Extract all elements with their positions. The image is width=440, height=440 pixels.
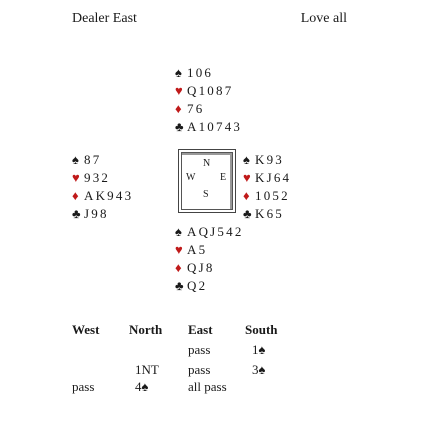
auction-bid: pass [72,379,95,394]
south-hearts: A5 [187,242,208,257]
heart-icon: ♥ [243,170,251,185]
heart-icon: ♥ [175,242,183,257]
west-hearts: 932 [84,170,111,185]
south-clubs: Q2 [187,278,208,293]
header-dealer: Dealer East [72,11,137,26]
spade-icon: ♠ [175,224,182,239]
north-hearts: Q1087 [187,83,234,98]
east-hearts-row: ♥ KJ64 [243,169,291,187]
south-diamonds: QJ8 [187,260,215,275]
compass-north: N [203,158,211,169]
north-clubs: A10743 [187,119,243,134]
auction-header-east: East [188,322,213,337]
north-diamonds: 76 [187,101,205,116]
auction-header-north: North [129,322,163,337]
east-clubs-row: ♣K65 [243,205,291,223]
auction-bid: 3♠ [252,362,266,377]
auction-header-south: South [245,322,278,337]
hand-north: ♠ 106 ♥ Q1087 ♦ 76 ♣A10743 [175,64,242,136]
diamond-icon: ♦ [72,188,79,203]
north-clubs-row: ♣A10743 [175,118,242,136]
east-spades-row: ♠ K93 [243,151,291,169]
diamond-icon: ♦ [175,260,182,275]
auction-bid: pass [188,342,211,357]
east-spades: K93 [255,152,284,167]
auction-header-west: West [72,322,100,337]
spade-icon: ♠ [72,152,79,167]
west-clubs-row: ♣J98 [72,205,133,223]
compass-west: W [186,172,196,183]
east-hearts: KJ64 [255,170,292,185]
west-clubs: J98 [84,206,109,221]
west-spades: 87 [84,152,102,167]
south-clubs-row: ♣Q2 [175,277,244,295]
club-icon: ♣ [243,206,252,221]
north-diamonds-row: ♦ 76 [175,100,242,118]
hand-east: ♠ K93 ♥ KJ64 ♦ 1052 ♣K65 [243,151,291,223]
east-clubs: K65 [255,206,284,221]
west-diamonds: AK943 [84,188,134,203]
heart-icon: ♥ [72,170,80,185]
south-diamonds-row: ♦ QJ8 [175,259,244,277]
compass-box: N W E S [178,149,236,213]
spade-icon: ♠ [243,152,250,167]
auction-bid: 4♠ [135,379,149,394]
south-hearts-row: ♥ A5 [175,241,244,259]
compass-east: E [220,172,227,183]
auction-table: West North East South pass 1♠ 1NT pass 3… [0,320,440,420]
auction-bid: pass [188,362,211,377]
header-vulnerability: Love all [300,11,347,26]
north-spades: 106 [187,65,214,80]
west-hearts-row: ♥ 932 [72,169,133,187]
diamond-icon: ♦ [243,188,250,203]
west-spades-row: ♠ 87 [72,151,133,169]
diamond-icon: ♦ [175,101,182,116]
north-spades-row: ♠ 106 [175,64,242,82]
auction-bid: 1♠ [252,342,266,357]
east-diamonds: 1052 [255,188,290,203]
auction-bid: all pass [188,379,227,394]
hand-south: ♠ AQJ542 ♥ A5 ♦ QJ8 ♣Q2 [175,223,244,295]
north-hearts-row: ♥ Q1087 [175,82,242,100]
auction-bid: 1NT [135,362,159,377]
hand-west: ♠ 87 ♥ 932 ♦ AK943 ♣J98 [72,151,133,223]
south-spades-row: ♠ AQJ542 [175,223,244,241]
east-diamonds-row: ♦ 1052 [243,187,291,205]
club-icon: ♣ [175,278,184,293]
south-spades: AQJ542 [187,224,244,239]
club-icon: ♣ [175,119,184,134]
club-icon: ♣ [72,206,81,221]
spade-icon: ♠ [175,65,182,80]
compass-frame [178,149,236,213]
west-diamonds-row: ♦ AK943 [72,187,133,205]
heart-icon: ♥ [175,83,183,98]
compass-south: S [203,189,209,200]
